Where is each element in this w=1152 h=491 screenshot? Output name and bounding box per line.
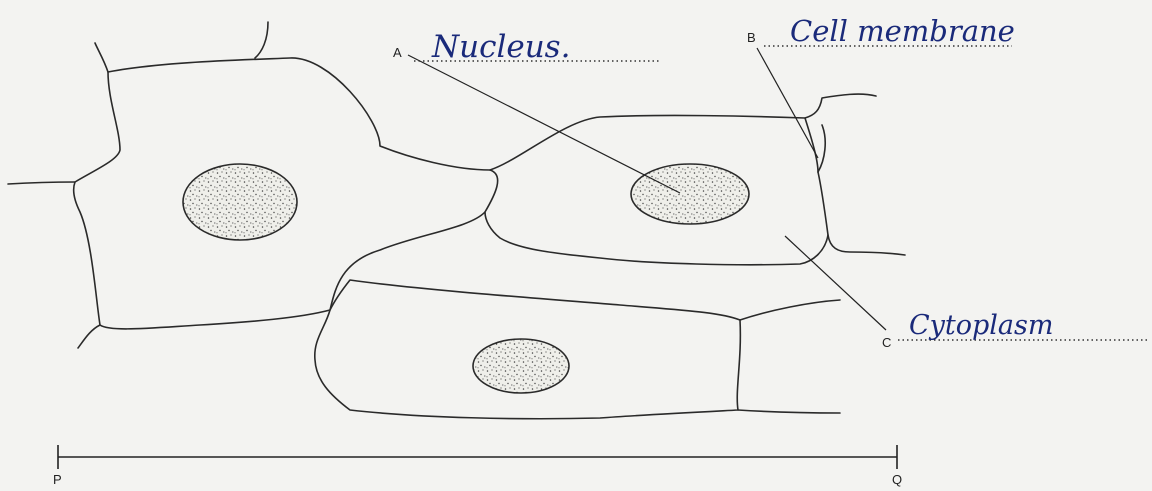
scale-bar-label-p: P [53, 472, 62, 487]
answer-nucleus: Nucleus. [431, 29, 570, 65]
right-cell-wall-top [805, 94, 876, 118]
leader-line-b [757, 48, 818, 158]
nucleus-top-left [183, 164, 297, 240]
nucleus-bottom [473, 339, 569, 393]
right-cell-wall-bottom [828, 235, 905, 255]
label-letter-c: C [882, 335, 891, 350]
left-wall-stub [8, 182, 75, 184]
answer-cell-membrane: Cell membrane [790, 14, 1015, 48]
bottom-cell-wall-right-bottom [738, 410, 840, 413]
answer-dotted-lines [414, 46, 1150, 340]
top-wall-stub [255, 22, 268, 58]
label-letter-a: A [393, 45, 402, 60]
leader-line-a [408, 55, 680, 193]
bottom-left-wall-stub [78, 325, 100, 348]
top-left-wall-stub [95, 43, 108, 72]
bottom-cell-wall-right-top [740, 300, 840, 320]
scale-bar [58, 445, 897, 469]
right-cell-wall-notch [818, 125, 825, 172]
cell-outlines [8, 22, 905, 419]
scale-bar-label-q: Q [892, 472, 902, 487]
label-letter-b: B [747, 30, 756, 45]
answer-cytoplasm: Cytoplasm [909, 310, 1054, 341]
leader-line-c [785, 236, 886, 330]
nucleus-right [631, 164, 749, 224]
